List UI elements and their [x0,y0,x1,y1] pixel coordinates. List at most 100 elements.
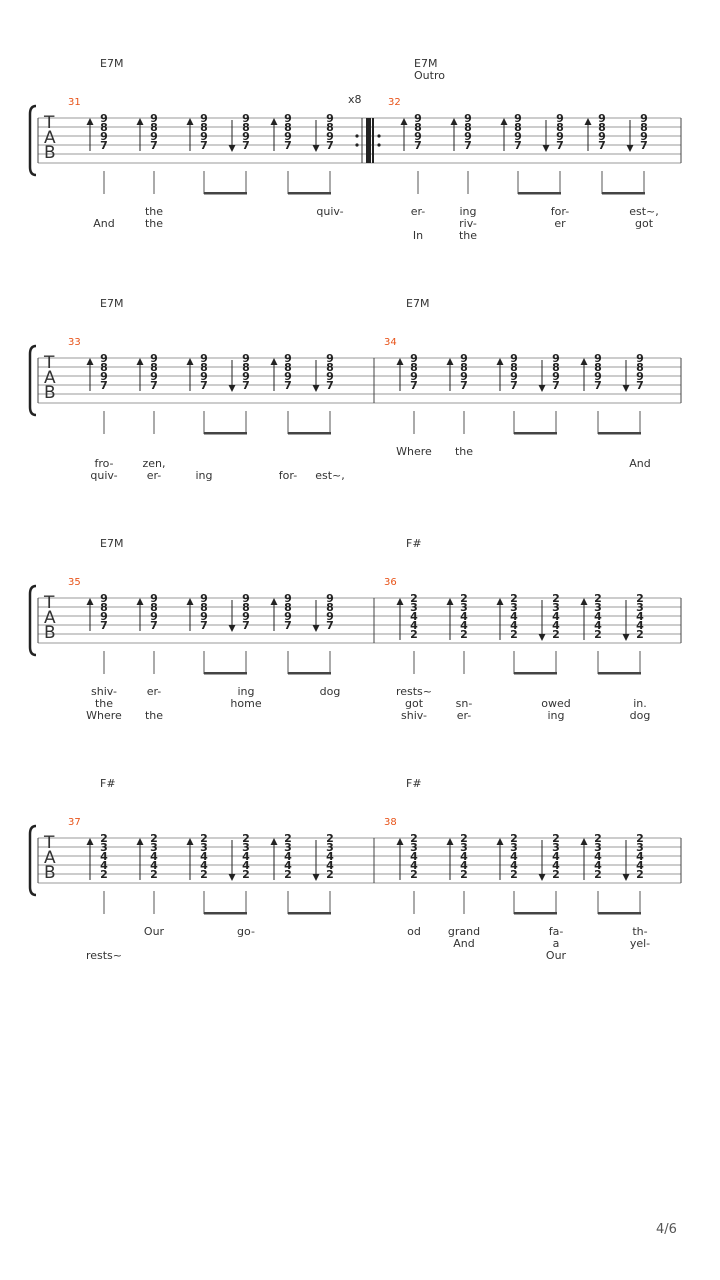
strum-up-arrow [270,358,278,365]
fret-number: 2 [460,868,468,881]
fret-number: 9 [200,352,208,365]
fret-number: 2 [636,832,644,845]
fret-number: 3 [460,841,468,854]
tab-clef-letter: A [44,608,56,628]
lyric-syllable: sn- [456,697,473,710]
fret-number: 9 [242,352,250,365]
fret-number: 2 [594,628,602,641]
strum-up-arrow [396,838,404,845]
fret-number: 2 [636,592,644,605]
fret-number: 2 [100,832,108,845]
fret-number: 2 [510,592,518,605]
fret-number: 4 [460,619,468,632]
fret-number: 8 [640,121,648,134]
fret-number: 4 [410,610,418,623]
fret-number: 3 [150,841,158,854]
fret-number: 4 [552,610,560,623]
fret-number: 8 [636,361,644,374]
lyric-syllable: er- [411,205,426,218]
fret-number: 9 [414,130,422,143]
strum-up-arrow [450,118,458,125]
lyric-syllable: Where [86,709,122,722]
fret-number: 8 [326,361,334,374]
strum-down-arrow [228,874,236,881]
lyric-syllable: a [553,937,560,950]
lyric-syllable: And [93,217,114,230]
fret-number: 8 [284,121,292,134]
chord-name: E7M [414,57,437,70]
strum-up-arrow [396,358,404,365]
fret-number: 2 [410,868,418,881]
fret-number: 7 [200,379,208,392]
tab-clef-letter: T [43,353,55,373]
note-beam [514,432,557,435]
fret-number: 8 [594,361,602,374]
strum-up-arrow [270,118,278,125]
fret-number: 7 [242,379,250,392]
fret-number: 2 [326,832,334,845]
strum-up-arrow [186,838,194,845]
lyric-syllable: the [145,217,163,230]
fret-number: 9 [326,610,334,623]
fret-number: 4 [242,850,250,863]
lyric-syllable: er- [147,469,162,482]
fret-number: 7 [200,619,208,632]
fret-number: 4 [460,610,468,623]
fret-number: 4 [200,859,208,872]
strum-up-arrow [446,358,454,365]
strum-up-arrow [400,118,408,125]
note-beam [288,672,331,675]
fret-number: 7 [598,139,606,152]
fret-number: 4 [284,859,292,872]
lyric-syllable: ing [237,685,254,698]
lyric-syllable: ing [459,205,476,218]
fret-number: 2 [460,628,468,641]
fret-number: 4 [636,850,644,863]
tab-clef-letter: T [43,113,55,133]
fret-number: 9 [284,610,292,623]
fret-number: 2 [150,868,158,881]
fret-number: 9 [100,112,108,125]
fret-number: 7 [326,139,334,152]
fret-number: 9 [410,352,418,365]
note-beam [204,912,247,915]
fret-number: 9 [284,130,292,143]
fret-number: 9 [150,352,158,365]
lyric-syllable: And [629,457,650,470]
repeat-count-label: x8 [348,93,362,106]
note-beam [514,912,557,915]
note-beam [598,672,641,675]
lyric-syllable: ing [195,469,212,482]
fret-number: 9 [552,370,560,383]
fret-number: 3 [510,601,518,614]
tab-clef-letter: B [44,623,56,643]
measure-number: 33 [68,337,81,348]
strum-up-arrow [86,598,94,605]
lyric-syllable: home [230,697,261,710]
fret-number: 2 [552,592,560,605]
fret-number: 4 [510,610,518,623]
measure-number: 32 [388,97,401,108]
fret-number: 8 [326,121,334,134]
strum-up-arrow [496,358,504,365]
fret-number: 9 [636,370,644,383]
fret-number: 9 [242,610,250,623]
lyric-syllable: Our [546,949,567,962]
fret-number: 9 [150,610,158,623]
fret-number: 2 [594,868,602,881]
fret-number: 4 [410,859,418,872]
fret-number: 7 [414,139,422,152]
fret-number: 2 [552,832,560,845]
lyric-syllable: the [145,205,163,218]
strum-down-arrow [622,634,630,641]
fret-number: 7 [200,139,208,152]
fret-number: 9 [552,352,560,365]
fret-number: 9 [514,130,522,143]
lyric-syllable: er- [457,709,472,722]
chord-name: E7M [100,297,123,310]
fret-number: 7 [636,379,644,392]
chord-name: F# [406,777,422,790]
strum-up-arrow [396,598,404,605]
lyric-syllable: riv- [459,217,477,230]
lyric-syllable: th- [632,925,647,938]
